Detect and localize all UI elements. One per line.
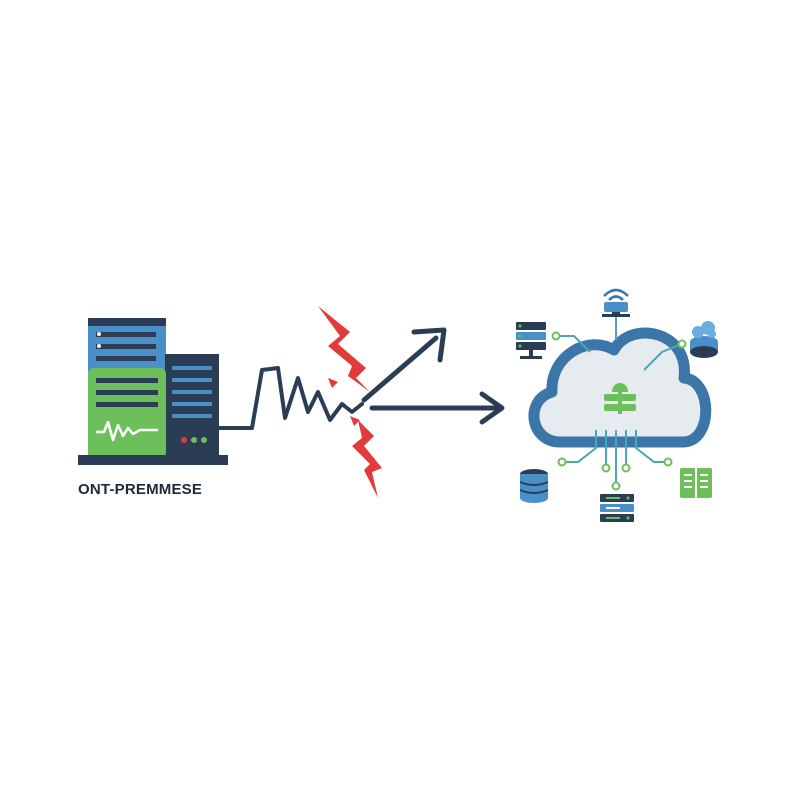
lightning-bolt-icon bbox=[352, 420, 382, 498]
spark bbox=[328, 378, 338, 388]
cloud-sync-icon bbox=[690, 321, 718, 358]
on-premise-label: ONT-PREMMESE bbox=[78, 481, 203, 498]
arrow-up-right-icon bbox=[361, 327, 447, 403]
spark bbox=[350, 416, 360, 426]
storage-icon bbox=[680, 468, 712, 498]
circuit-nodes bbox=[551, 331, 687, 491]
circuit-lines bbox=[556, 312, 683, 486]
cloud-network-icon bbox=[528, 327, 712, 448]
lightning-bolt-icon bbox=[318, 306, 370, 392]
arrow-right-icon bbox=[369, 391, 505, 425]
server-rack-icon bbox=[78, 318, 228, 465]
server-icon bbox=[516, 322, 546, 359]
server-stack-icon bbox=[600, 494, 634, 522]
cloud-logo-icon bbox=[604, 383, 636, 414]
connection-line bbox=[217, 366, 364, 430]
wifi-router-icon bbox=[602, 288, 630, 317]
database-icon bbox=[519, 469, 549, 503]
server-base bbox=[78, 455, 228, 465]
activity-wave bbox=[96, 420, 158, 442]
